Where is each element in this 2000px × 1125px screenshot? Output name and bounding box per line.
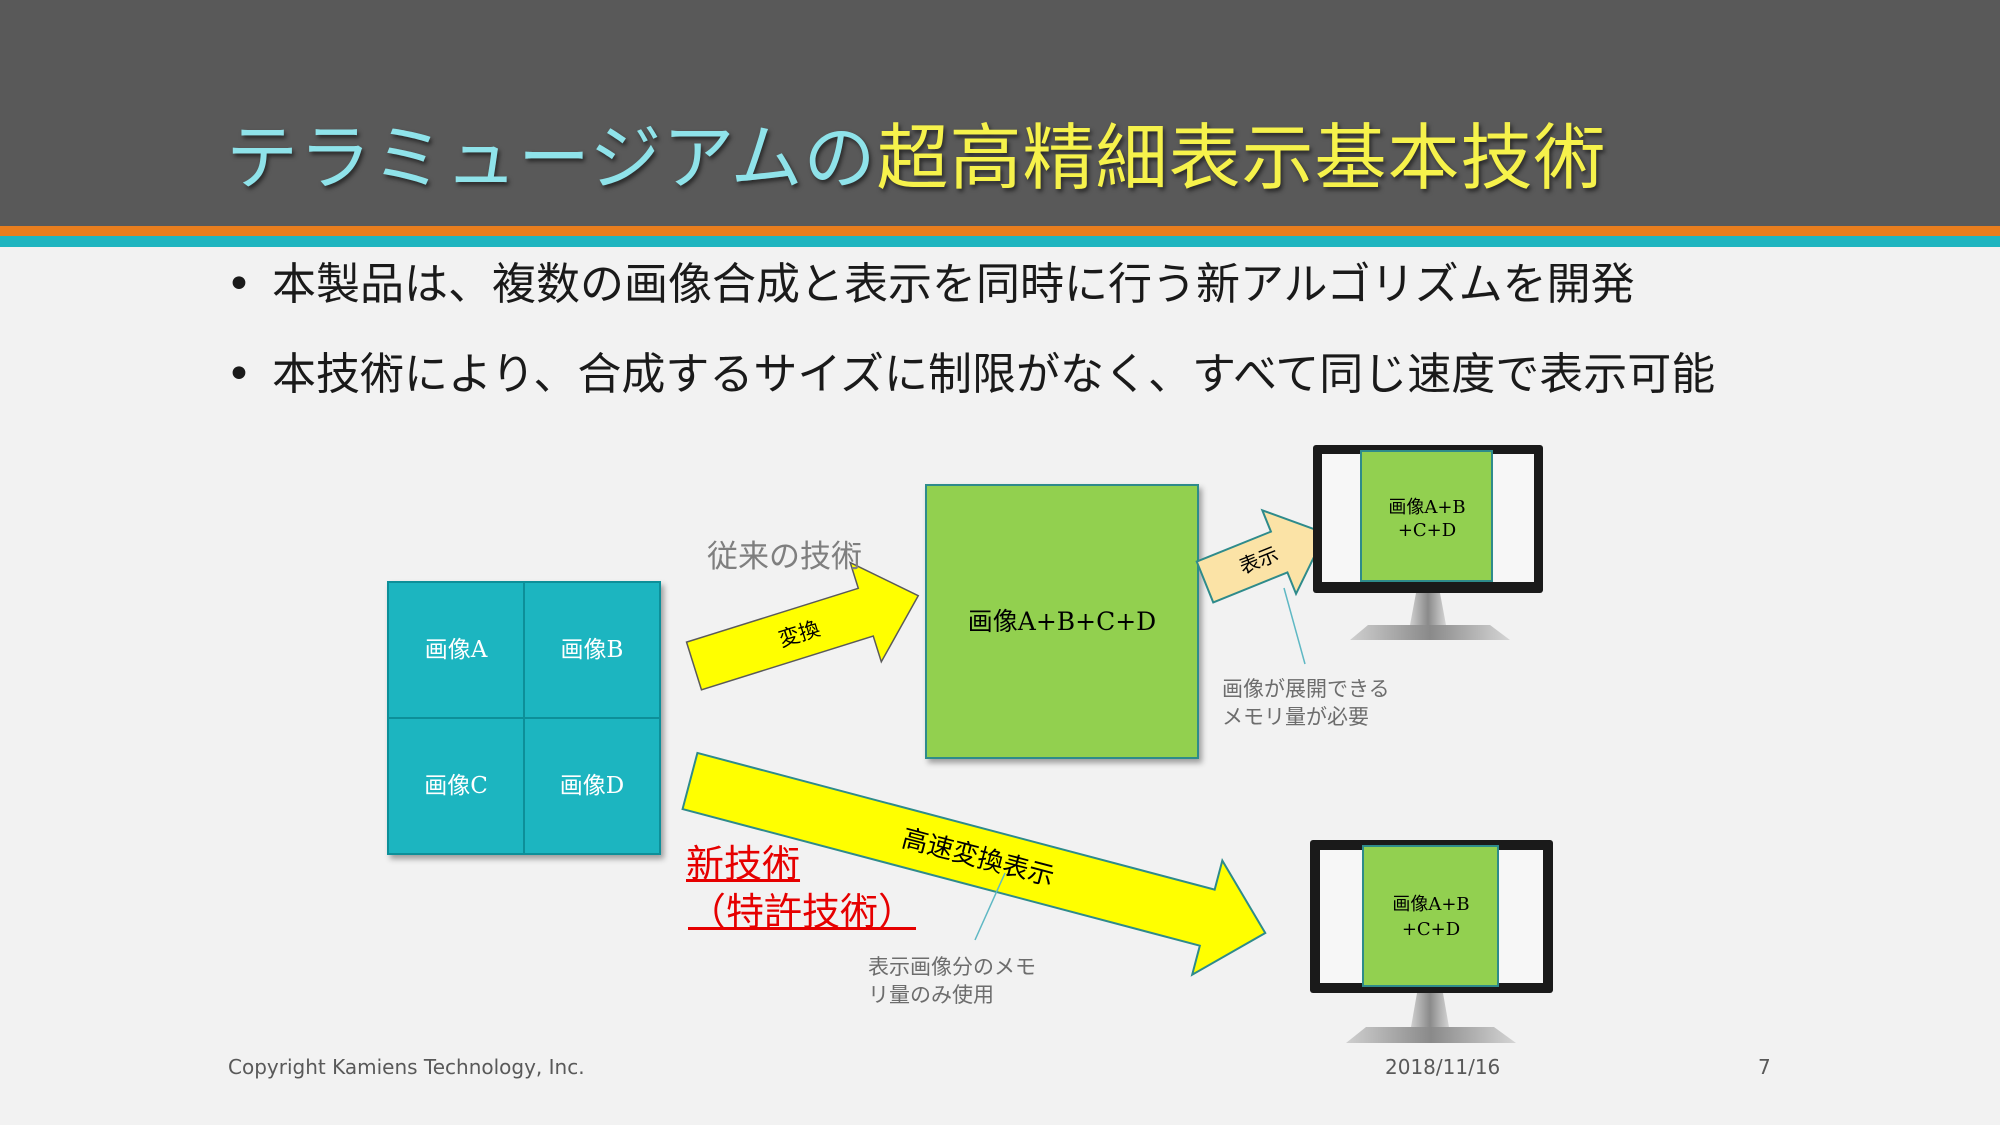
note-memory-expand-line1: 画像が展開できる — [1222, 677, 1390, 701]
display-arrow: 表示 — [1195, 508, 1327, 604]
note-memory-expand-line2: メモリ量が必要 — [1222, 705, 1369, 729]
callout-line-memory-expand — [1283, 587, 1306, 665]
tile-d — [523, 717, 661, 855]
bullet-text-1: 本製品は、複数の画像合成と表示を同時に行う新アルゴリズムを開発 — [272, 259, 1635, 310]
footer-copyright: Copyright Kamiens Technology, Inc. — [228, 1055, 585, 1079]
monitor-bottom-label-line1: 画像A+B — [1392, 894, 1469, 915]
monitor-bottom: 画像A+B +C+D — [1310, 840, 1553, 1043]
source-image-grid — [387, 581, 661, 855]
slide-title-part1: テラミュージアムの — [226, 116, 877, 200]
callout-line-memory-display — [974, 872, 1006, 941]
tile-a-label: 画像A — [425, 637, 488, 663]
note-memory-display: 表示画像分のメモ リ量のみ使用 — [868, 953, 1036, 1009]
title-stripe-teal — [0, 236, 2000, 247]
slide-title: テラミュージアムの超高精細表示基本技術 — [226, 110, 1607, 206]
footer-date: 2018/11/16 — [1385, 1055, 1501, 1079]
bullet-item-1: • 本製品は、複数の画像合成と表示を同時に行う新アルゴリズムを開発 — [226, 255, 1635, 315]
note-memory-expand: 画像が展開できる メモリ量が必要 — [1222, 675, 1390, 731]
tile-a — [387, 581, 525, 719]
patent-tech-label: （特許技術） — [688, 890, 917, 934]
title-bar — [0, 0, 2000, 226]
new-tech-title: 新技術 — [686, 842, 801, 886]
composite-image-box — [925, 484, 1199, 759]
composite-image-label: 画像A+B+C+D — [968, 607, 1156, 636]
tile-c — [387, 717, 525, 855]
monitor-bottom-green-image — [1362, 845, 1499, 987]
monitor-top-label-line1: 画像A+B — [1388, 497, 1465, 518]
monitor-top-label-line2: +C+D — [1398, 520, 1456, 541]
footer-page-number: 7 — [1758, 1055, 1771, 1079]
bullet-dot: • — [226, 349, 252, 400]
conventional-tech-label: 従来の技術 — [707, 539, 862, 575]
monitor-top: 画像A+B +C+D — [1313, 445, 1543, 640]
note-memory-display-line2: リ量のみ使用 — [868, 983, 994, 1007]
convert-arrow: 変換 — [685, 561, 920, 691]
tile-b-label: 画像B — [561, 637, 624, 663]
title-stripe-orange — [0, 226, 2000, 236]
slide-title-part2: 超高精細表示基本技術 — [876, 116, 1607, 200]
tile-c-label: 画像C — [424, 773, 488, 799]
monitor-bottom-label-line2: +C+D — [1402, 919, 1460, 940]
tile-d-label: 画像D — [560, 773, 624, 799]
bullet-text-2: 本技術により、合成するサイズに制限がなく、すべて同じ速度で表示可能 — [272, 349, 1716, 400]
monitor-top-green-image — [1360, 450, 1493, 582]
bullet-dot: • — [226, 259, 252, 310]
note-memory-display-line1: 表示画像分のメモ — [868, 955, 1036, 979]
bullet-item-2: • 本技術により、合成するサイズに制限がなく、すべて同じ速度で表示可能 — [226, 345, 1715, 405]
new-tech-label: 新技術 （特許技術） — [686, 840, 916, 936]
